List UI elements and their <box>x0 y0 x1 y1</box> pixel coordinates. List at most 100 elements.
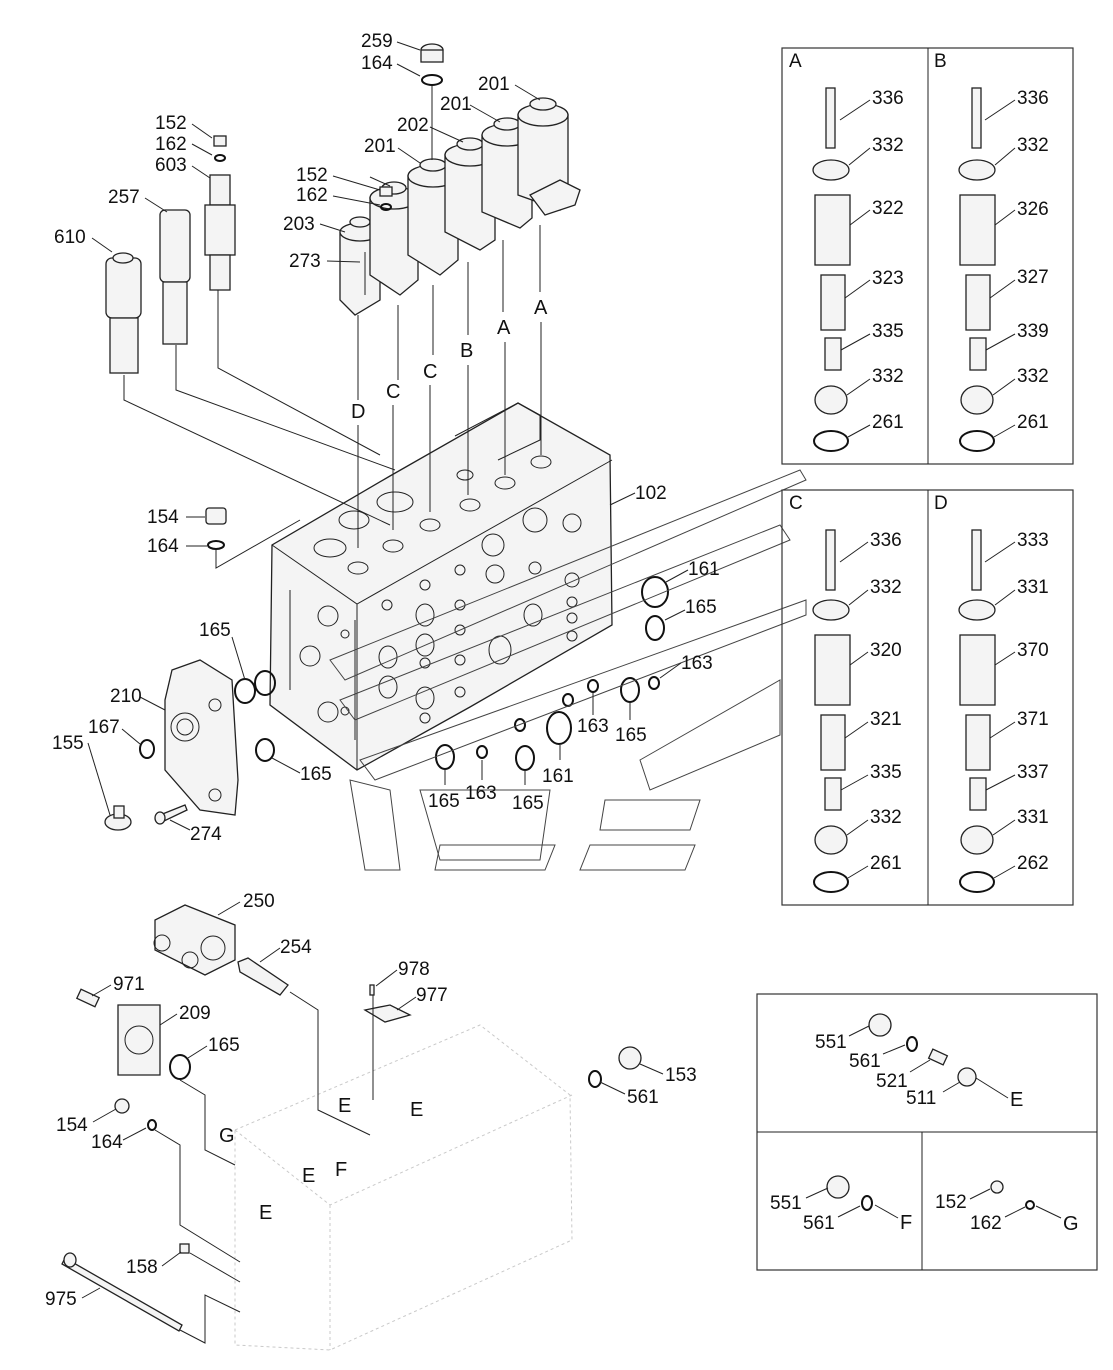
background-outline-shapes <box>329 469 807 871</box>
callout-209: 209 <box>179 1003 211 1024</box>
plug-259 <box>420 43 444 63</box>
callout-155: 155 <box>52 733 84 754</box>
callout-210: 210 <box>110 686 142 707</box>
solenoid-group <box>339 97 581 316</box>
plate-977 <box>363 1004 412 1023</box>
panel-A-label-1: 336 <box>872 88 904 109</box>
callout-165-mid: 165 <box>512 793 544 814</box>
callout-250: 250 <box>243 891 275 912</box>
oring-165-lower <box>255 738 275 762</box>
oring-164-mid <box>207 540 225 550</box>
oring-165-cover-a <box>254 670 276 696</box>
panel-A-label-7: 261 <box>872 412 904 433</box>
letter-A-1: A <box>497 317 511 339</box>
letter-A-2: A <box>534 297 548 319</box>
callout-158: 158 <box>126 1257 158 1278</box>
panel-D-label-3: 370 <box>1017 640 1049 661</box>
panel-F-labels: 551 561 F <box>770 1193 912 1234</box>
letter-B: B <box>460 340 473 362</box>
callout-163-low: 163 <box>465 783 497 804</box>
oring-561-lower <box>588 1070 602 1088</box>
panel-C-label-3: 320 <box>870 640 902 661</box>
panel-B-label-2: 332 <box>1017 135 1049 156</box>
oring-162-upper <box>214 154 226 162</box>
panel-D-label-5: 337 <box>1017 762 1049 783</box>
panel-D-label-7: 262 <box>1017 853 1049 874</box>
letter-C-1: C <box>386 381 400 403</box>
oring-163-low <box>476 745 488 759</box>
panel-C-stack <box>812 529 851 893</box>
panel-F-label-551: 551 <box>770 1193 802 1214</box>
callout-610: 610 <box>54 227 86 248</box>
callout-164-mid: 164 <box>147 536 179 557</box>
letter-C-2: C <box>423 361 437 383</box>
panel-E-label-551: 551 <box>815 1032 847 1053</box>
leader-lines <box>81 41 689 1299</box>
panel-D-label-2: 331 <box>1017 577 1049 598</box>
panel-B-label-1: 336 <box>1017 88 1049 109</box>
plug-152-upper <box>213 135 227 147</box>
panel-C-label-1: 336 <box>870 530 902 551</box>
cartridge-603 <box>204 174 236 291</box>
oring-167 <box>139 739 155 759</box>
callout-167: 167 <box>88 717 120 738</box>
callout-165-right: 165 <box>685 597 717 618</box>
detail-panel-AB <box>781 47 1074 465</box>
panel-A-label-4: 323 <box>872 268 904 289</box>
oring-165-right-b <box>620 677 640 703</box>
oring-163-mid <box>587 679 599 693</box>
plug-158 <box>179 1243 190 1254</box>
section-letters: D C C B A A E E G E F E <box>219 297 548 1224</box>
callout-163-mid: 163 <box>577 716 609 737</box>
pin-978 <box>369 984 375 996</box>
panel-D-label-4: 371 <box>1017 709 1049 730</box>
oring-165-mid <box>515 745 535 771</box>
oring-161-right <box>641 576 669 608</box>
panel-G-parts <box>990 1180 1035 1210</box>
letter-F: F <box>335 1159 347 1181</box>
panel-B-label-6: 332 <box>1017 366 1049 387</box>
plug-155 <box>104 805 132 831</box>
callout-971: 971 <box>113 974 145 995</box>
plug-154-mid <box>205 507 227 525</box>
block-250 <box>153 904 236 976</box>
panel-D-title: D <box>934 493 948 514</box>
panel-A-label-6: 332 <box>872 366 904 387</box>
callout-257: 257 <box>108 187 140 208</box>
callout-978: 978 <box>398 959 430 980</box>
bolt-971 <box>75 988 101 1008</box>
panel-A-stack <box>812 87 851 452</box>
panel-C-label-6: 332 <box>870 807 902 828</box>
panel-B-stack <box>958 87 996 452</box>
callout-203: 203 <box>283 214 315 235</box>
oring-163-lowb <box>514 718 526 732</box>
bolt-975 <box>61 1252 183 1332</box>
callout-154-mid: 154 <box>147 507 179 528</box>
panel-G-label-162: 162 <box>970 1213 1002 1234</box>
panel-E-label-521: 521 <box>876 1071 908 1092</box>
detail-panel-EFG <box>756 993 1098 1271</box>
letter-D: D <box>351 401 365 423</box>
panel-C-label-4: 321 <box>870 709 902 730</box>
oring-165-lower-plate <box>169 1054 191 1080</box>
callout-201-a: 201 <box>478 74 510 95</box>
panel-F-letter: F <box>900 1212 912 1234</box>
callout-161-right: 161 <box>688 559 720 580</box>
panel-E-label-561: 561 <box>849 1051 881 1072</box>
letter-E-4: E <box>259 1202 272 1224</box>
callout-164-lower: 164 <box>91 1132 123 1153</box>
letter-G: G <box>219 1125 235 1147</box>
cover-210 <box>164 659 239 816</box>
cartridge-610 <box>105 252 142 374</box>
callout-274: 274 <box>190 824 222 845</box>
fitting-254 <box>237 957 289 996</box>
panel-G-label-152: 152 <box>935 1192 967 1213</box>
oring-161-mid <box>546 711 572 745</box>
panel-B-title: B <box>934 51 947 72</box>
panel-C-label-2: 332 <box>870 577 902 598</box>
callout-102: 102 <box>635 483 667 504</box>
panel-A-label-5: 335 <box>872 321 904 342</box>
panel-A-labels: A 336 332 322 323 335 332 261 <box>789 51 904 433</box>
plate-209 <box>117 1004 161 1076</box>
panel-A-label-2: 332 <box>872 135 904 156</box>
